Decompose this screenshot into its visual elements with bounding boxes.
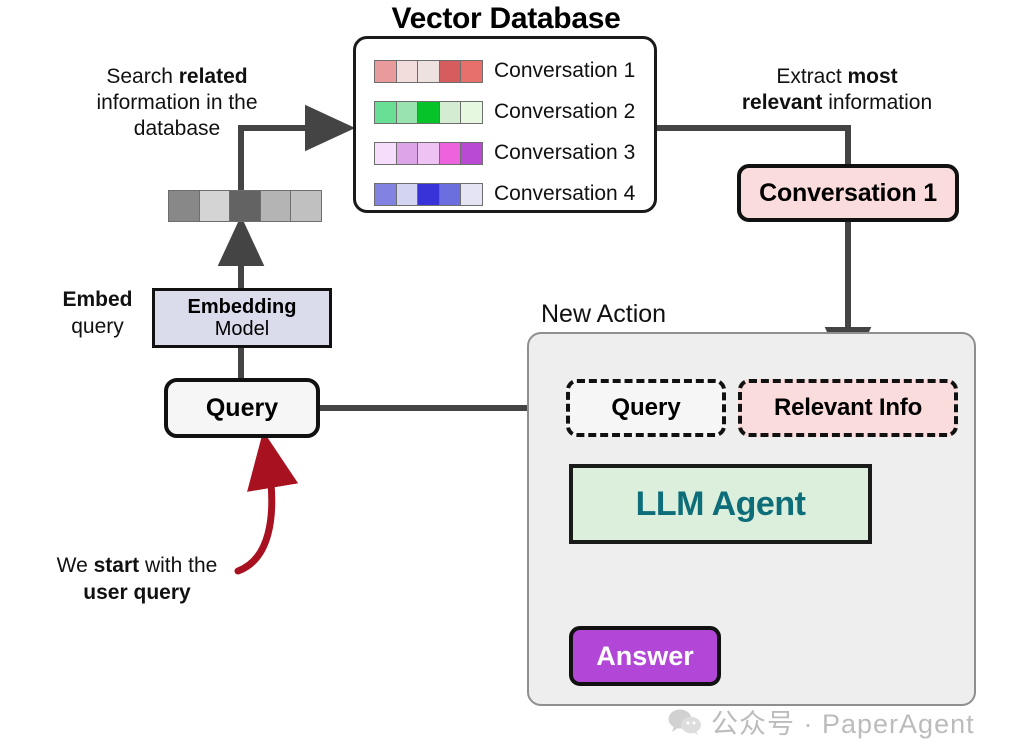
query-node[interactable]: Query — [164, 378, 320, 438]
conversation-vector-swatches — [374, 59, 483, 83]
retrieved-conversation-node[interactable]: Conversation 1 — [737, 164, 959, 222]
conversation-label: Conversation 1 — [494, 59, 636, 82]
vector-cell — [460, 141, 483, 165]
new-action-relevant-info-box[interactable]: Relevant Info — [738, 379, 958, 437]
vector-cell — [438, 100, 462, 124]
conversation-vector-swatches — [374, 100, 483, 124]
vector-database-card: Conversation 1 Conversation 2 Conversati… — [353, 36, 657, 213]
vector-cell — [198, 190, 231, 222]
vector-cell — [460, 59, 483, 83]
note-emphasis: relevant — [741, 91, 823, 114]
note-start-user-query: We start with the user query — [28, 552, 246, 606]
new-action-relevant-info-label: Relevant Info — [773, 394, 923, 421]
llm-agent-box[interactable]: LLM Agent — [569, 464, 872, 544]
vector-cell — [417, 59, 440, 83]
conversation-label: Conversation 4 — [494, 182, 636, 205]
vector-cell — [395, 59, 419, 83]
note-emphasis: most — [847, 65, 898, 88]
new-action-label: New Action — [541, 300, 667, 328]
conversation-row[interactable]: Conversation 1 — [374, 59, 635, 83]
note-emphasis: start — [93, 554, 140, 577]
answer-box[interactable]: Answer — [569, 626, 721, 686]
note-line: Extract — [776, 65, 848, 88]
conversation-label: Conversation 3 — [494, 141, 636, 164]
vector-cell — [374, 141, 397, 165]
query-embedding-vector — [168, 190, 322, 222]
vector-cell — [168, 190, 200, 222]
note-emphasis: user query — [83, 581, 191, 604]
vector-cell — [395, 141, 419, 165]
vector-cell — [417, 182, 440, 206]
watermark: 公众号 · PaperAgent — [668, 702, 975, 741]
vector-cell — [374, 59, 397, 83]
note-emphasis: related — [178, 65, 248, 88]
note-line: query — [71, 315, 124, 338]
page-title: Vector Database — [391, 2, 621, 35]
embedding-model-line2: Model — [214, 318, 270, 340]
note-line: We — [56, 554, 94, 577]
watermark-text: 公众号 · PaperAgent — [711, 709, 975, 739]
vector-cell — [395, 182, 419, 206]
wire-database-to-relevant — [657, 125, 872, 378]
vector-cell — [290, 190, 322, 222]
vector-cell — [460, 100, 483, 124]
query-node-label: Query — [205, 393, 279, 422]
vector-cell — [259, 190, 292, 222]
conversation-row[interactable]: Conversation 4 — [374, 182, 635, 206]
note-emphasis: Embed — [62, 288, 133, 311]
vector-cell — [460, 182, 483, 206]
note-line: information in the — [96, 91, 258, 114]
conversation-vector-swatches — [374, 182, 483, 206]
retrieved-conversation-label: Conversation 1 — [759, 178, 937, 207]
vector-cell — [374, 100, 397, 124]
new-action-query-label: Query — [611, 394, 681, 421]
wechat-icon — [668, 709, 701, 735]
conversation-row[interactable]: Conversation 2 — [374, 100, 635, 124]
vector-cell — [438, 141, 462, 165]
conversation-label: Conversation 2 — [494, 100, 636, 123]
note-search-related: Search related information in the databa… — [62, 64, 292, 142]
note-line: information — [822, 91, 933, 114]
vector-cell — [395, 100, 419, 124]
vector-cell — [374, 182, 397, 206]
vector-cell — [229, 190, 261, 222]
vector-cell — [417, 141, 440, 165]
conversation-row[interactable]: Conversation 3 — [374, 141, 635, 165]
answer-label: Answer — [596, 640, 694, 671]
note-line: database — [133, 117, 221, 140]
note-line: Search — [106, 65, 179, 88]
vector-cell — [417, 100, 440, 124]
new-action-query-box[interactable]: Query — [566, 379, 726, 437]
note-embed-query: Embed query — [40, 286, 155, 340]
vector-cell — [438, 182, 462, 206]
embedding-model-line1: Embedding — [187, 296, 297, 318]
embedding-model-box[interactable]: Embedding Model — [152, 288, 332, 348]
note-line: with the — [139, 554, 218, 577]
conversation-vector-swatches — [374, 141, 483, 165]
note-extract-relevant: Extract most relevant information — [712, 64, 962, 116]
llm-agent-label: LLM Agent — [635, 484, 806, 523]
vector-cell — [438, 59, 462, 83]
